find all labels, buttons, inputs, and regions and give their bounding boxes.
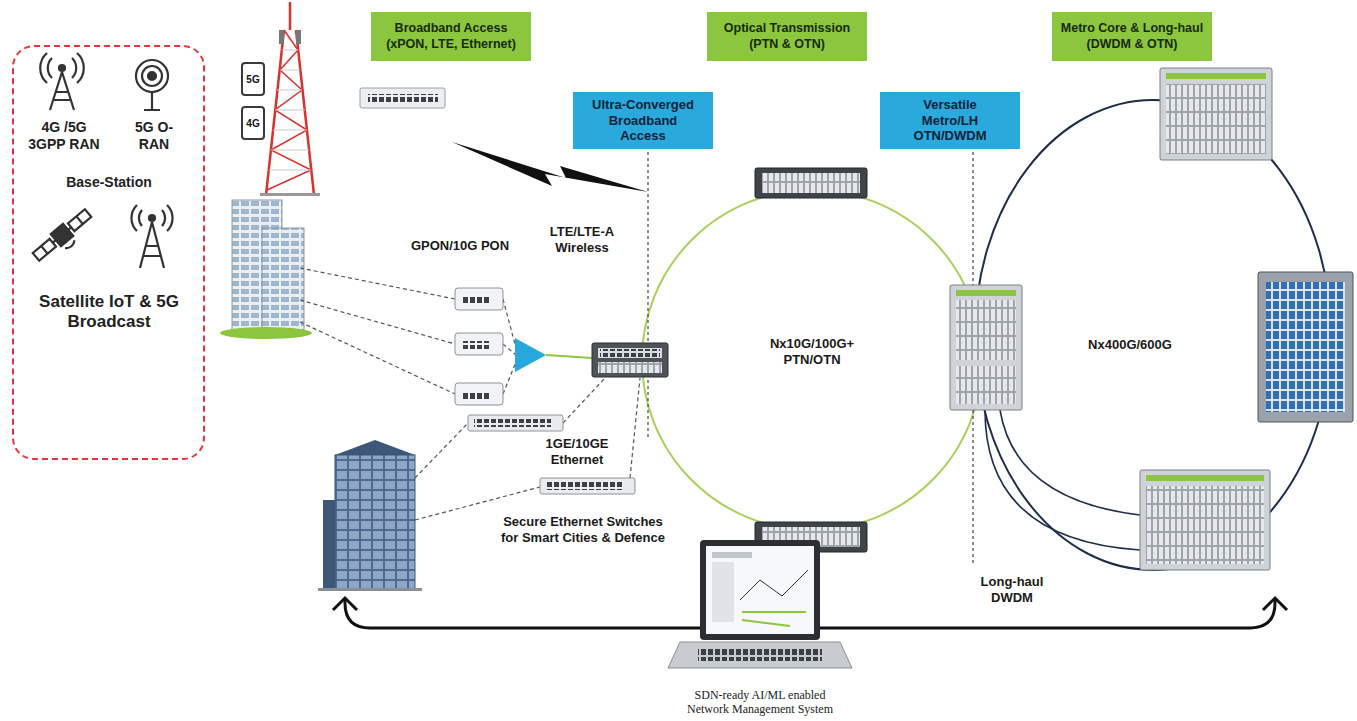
ptn-node bbox=[755, 168, 867, 552]
optical-splitter bbox=[515, 338, 546, 372]
section-header: Broadband Access (xPON, LTE, Ethernet) bbox=[371, 12, 531, 61]
link-label: LTE/LTE-A Wireless bbox=[542, 224, 622, 255]
text-holder: Metro Core & Long-haul (DWDM & OTN) bbox=[1058, 21, 1206, 52]
text-holder: Versatile Metro/LH OTN/DWDM bbox=[895, 97, 1005, 144]
panel-label: 5G O-RAN bbox=[126, 119, 182, 153]
station-icon bbox=[31, 53, 173, 268]
ring-capacity: Nx10G/100G+ PTN/OTN bbox=[762, 336, 862, 367]
ethernet-links bbox=[415, 378, 640, 520]
zone-text: Versatile Metro/LH OTN/DWDM bbox=[895, 97, 1005, 144]
ont-device bbox=[455, 288, 503, 405]
text-holder: Optical Transmission (PTN & OTN) bbox=[713, 21, 861, 52]
panel-label: 4G /5G 3GPP RAN bbox=[16, 119, 112, 153]
label-holder: SDN-ready AI/ML enabled Network Manageme… bbox=[680, 688, 840, 717]
nms-laptop bbox=[668, 540, 852, 668]
zone-divider bbox=[648, 152, 973, 565]
text-holder: 5G O-RAN bbox=[126, 119, 182, 153]
long-haul-link bbox=[985, 410, 1140, 550]
panel-label: Base-Station bbox=[66, 174, 152, 191]
section-header: Optical Transmission (PTN & OTN) bbox=[707, 12, 867, 61]
label-holder: Nx400G/600G bbox=[1088, 337, 1172, 353]
device-label: Secure Ethernet Switches for Smart Citie… bbox=[498, 514, 668, 545]
text-holder: Satellite IoT & 5G Broadcast bbox=[18, 292, 200, 333]
section-header: Metro Core & Long-haul (DWDM & OTN) bbox=[1052, 12, 1212, 61]
label-holder: 1GE/10GE Ethernet bbox=[541, 436, 613, 467]
dwdm-rack bbox=[1258, 272, 1353, 422]
text-holder: Base-Station bbox=[66, 174, 152, 191]
wireless-bolt bbox=[452, 142, 648, 192]
link-label: Long-haul DWDM bbox=[975, 574, 1050, 605]
phone-label: 5G bbox=[246, 74, 259, 85]
label-holder: Long-haul DWDM bbox=[975, 574, 1050, 605]
feeder-fibre bbox=[546, 355, 592, 358]
office-building bbox=[318, 440, 422, 591]
cell-tower bbox=[260, 2, 320, 196]
olt-device bbox=[592, 343, 668, 377]
zone-text: Ultra-Converged Broadband Access bbox=[588, 97, 698, 144]
zone-tag: Versatile Metro/LH OTN/DWDM bbox=[880, 92, 1020, 149]
text-holder: 5G bbox=[246, 74, 259, 85]
base-station-panel: 4G /5G 3GPP RAN 5G O-RAN Base-StationSatel… bbox=[12, 45, 205, 460]
access-switch bbox=[360, 88, 445, 108]
text-holder: 4G /5G 3GPP RAN bbox=[16, 119, 112, 153]
label-holder: Nx10G/100G+ PTN/OTN bbox=[762, 336, 862, 367]
phone-label: 4G bbox=[246, 118, 259, 129]
label-holder: GPON/10G PON bbox=[411, 238, 509, 254]
text-holder: Broadband Access (xPON, LTE, Ethernet) bbox=[377, 21, 525, 52]
panel-label: Satellite IoT & 5G Broadcast bbox=[18, 292, 200, 333]
header-text: Optical Transmission (PTN & OTN) bbox=[713, 21, 861, 52]
caption-label: SDN-ready AI/ML enabled Network Manageme… bbox=[680, 688, 840, 717]
text-holder: 4G bbox=[246, 118, 259, 129]
label-holder: Secure Ethernet Switches for Smart Citie… bbox=[498, 514, 668, 545]
residential-building bbox=[220, 200, 312, 339]
header-text: Broadband Access (xPON, LTE, Ethernet) bbox=[377, 21, 525, 52]
phone-icon: 5G bbox=[241, 62, 265, 96]
phone-icon: 4G bbox=[241, 106, 265, 140]
zone-tag: Ultra-Converged Broadband Access bbox=[573, 92, 713, 149]
management-arrow bbox=[333, 598, 1287, 628]
ptn-ring bbox=[642, 190, 982, 530]
ring-capacity: Nx400G/600G bbox=[1088, 337, 1172, 353]
label-holder: LTE/LTE-A Wireless bbox=[542, 224, 622, 255]
link-label: 1GE/10GE Ethernet bbox=[541, 436, 613, 467]
link-label: GPON/10G PON bbox=[411, 238, 509, 254]
pon-links bbox=[300, 268, 516, 394]
ethernet-switch bbox=[468, 415, 635, 494]
text-holder: Ultra-Converged Broadband Access bbox=[588, 97, 698, 144]
header-text: Metro Core & Long-haul (DWDM & OTN) bbox=[1058, 21, 1206, 52]
